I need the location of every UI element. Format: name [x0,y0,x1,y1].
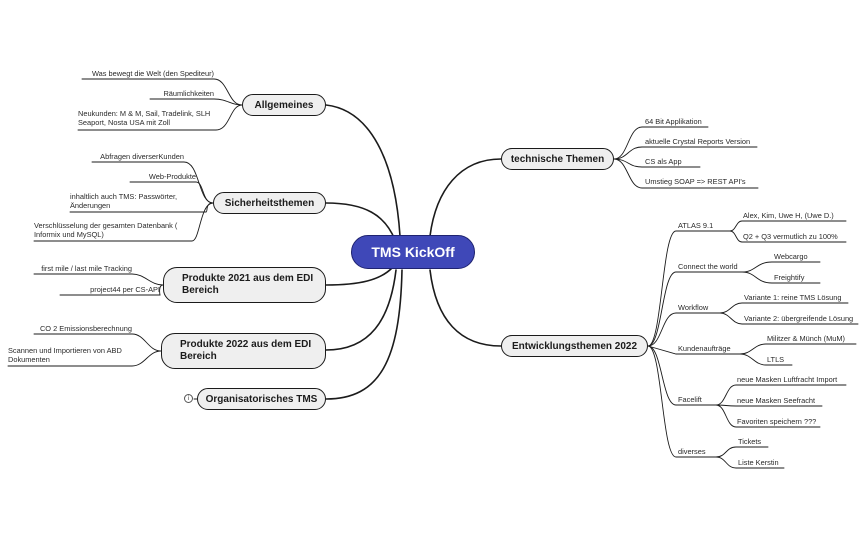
leaf-allgemeines-1[interactable]: Was bewegt die Welt (den Spediteur) [91,68,214,78]
leaf-sicherheit-3[interactable]: inhaltlich auch TMS: Passwörter, Änderun… [70,192,178,210]
leaf-sicherheit-2[interactable]: Web-Produkte [148,171,196,181]
edge-leaf-28 [719,312,859,325]
edge-leaf-11 [7,350,162,367]
group-facelift[interactable]: Facelift [678,394,702,404]
edge-root-sicherheit [325,202,396,241]
edge-leaf-21 [647,345,717,406]
edge-leaf-5 [129,181,214,204]
edge-leaf-3 [77,104,243,131]
edge-leaf-23 [729,220,847,232]
edge-leaf-10 [33,333,162,352]
edge-leaf-25 [741,261,821,273]
leaf-kunden-1[interactable]: Militzer & Münch (MuM) [767,333,846,343]
edge-leaf-27 [719,302,849,314]
edge-leaf-24 [729,230,847,243]
leaf-diverses-2[interactable]: Liste Kerstin [738,457,779,467]
leaf-produkte2022-2[interactable]: Scannen und Importieren von ABD Dokument… [8,346,122,364]
leaf-technische-3[interactable]: CS als App [645,156,682,166]
topic-allgemeines[interactable]: Allgemeines [242,94,326,116]
topic-technische-themen[interactable]: technische Themen [501,148,614,170]
edge-root-allgemeines [325,104,401,237]
info-icon[interactable]: i [184,394,193,403]
leaf-kunden-2[interactable]: LTLS [767,354,785,364]
edge-leaf-19 [647,312,721,347]
leaf-allgemeines-2[interactable]: Räumlichkeiten [163,88,214,98]
leaf-workflow-1[interactable]: Variante 1: reine TMS Lösung [744,292,842,302]
leaf-facelift-1[interactable]: neue Masken Luftfracht Import [737,374,838,384]
leaf-connect-2[interactable]: Freightify [774,272,805,282]
leaf-atlas-2[interactable]: Q2 + Q3 vermutlich zu 100% [743,231,838,241]
group-connect-the-world[interactable]: Connect the world [678,261,738,271]
leaf-facelift-2[interactable]: neue Masken Seefracht [737,395,816,405]
topic-sicherheitsthemen[interactable]: Sicherheitsthemen [213,192,326,214]
edge-leaf-34 [715,446,769,458]
leaf-sicherheit-4[interactable]: Verschlüsselung der gesamten Datenbank (… [34,221,178,239]
group-kundenauftraege[interactable]: Kundenaufträge [678,343,731,353]
edge-leaf-13 [613,126,709,160]
leaf-diverses-1[interactable]: Tickets [738,436,762,446]
edge-root-technische [429,158,502,237]
edge-leaf-20 [647,345,741,355]
group-atlas[interactable]: ATLAS 9.1 [678,220,714,230]
leaf-produkte2021-1[interactable]: first mile / last mile Tracking [41,263,132,273]
topic-organisatorisches-tms[interactable]: Organisatorisches TMS [197,388,326,410]
root-topic[interactable]: TMS KickOff [351,235,475,269]
edge-leaf-33 [715,404,821,428]
topic-produkte-2022[interactable]: Produkte 2022 aus dem EDI Bereich [161,333,326,369]
edge-leaf-30 [739,353,793,366]
edge-leaf-2 [149,98,243,106]
edge-leaf-14 [613,146,758,160]
leaf-atlas-1[interactable]: Alex, Kim, Uwe H, (Uwe D.) [743,210,834,220]
leaf-produkte2021-2[interactable]: project44 per CS-API [90,284,160,294]
edge-leaf-32 [715,404,823,407]
edge-leaf-8 [33,273,164,286]
group-diverses[interactable]: diverses [678,446,706,456]
edge-root-organisatorisch [325,269,403,400]
edge-leaf-31 [715,384,847,406]
edge-leaf-9 [59,284,164,296]
edge-root-produkte2022 [325,269,397,351]
topic-entwicklungsthemen-2022[interactable]: Entwicklungsthemen 2022 [501,335,648,357]
leaf-connect-1[interactable]: Webcargo [774,251,808,261]
leaf-sicherheit-1[interactable]: Abfragen diverserKunden [100,151,184,161]
edge-leaf-26 [741,271,821,284]
edge-leaf-35 [715,456,785,469]
edge-leaf-17 [647,230,731,347]
topic-produkte-2021[interactable]: Produkte 2021 aus dem EDI Bereich [163,267,326,303]
edge-leaf-7 [33,202,214,242]
group-workflow[interactable]: Workflow [678,302,709,312]
leaf-workflow-2[interactable]: Variante 2: übergreifende Lösung [744,313,854,323]
edge-leaf-15 [613,158,701,168]
leaf-produkte2022-1[interactable]: CO 2 Emissionsberechnung [39,323,132,333]
edge-leaf-1 [81,78,243,106]
leaf-technische-1[interactable]: 64 Bit Applikation [645,116,702,126]
edge-leaf-29 [739,343,857,355]
edge-root-entwicklung [429,269,502,347]
leaf-facelift-3[interactable]: Favoriten speichern ??? [737,416,817,426]
leaf-technische-4[interactable]: Umstieg SOAP => REST API's [645,176,746,186]
leaf-technische-2[interactable]: aktuelle Crystal Reports Version [645,136,751,146]
edge-leaf-16 [613,158,759,189]
leaf-allgemeines-3[interactable]: Neukunden: M & M, Sail, Tradelink, SLH S… [78,109,211,127]
edge-leaf-18 [647,271,743,347]
edge-root-produkte2021 [325,267,393,286]
